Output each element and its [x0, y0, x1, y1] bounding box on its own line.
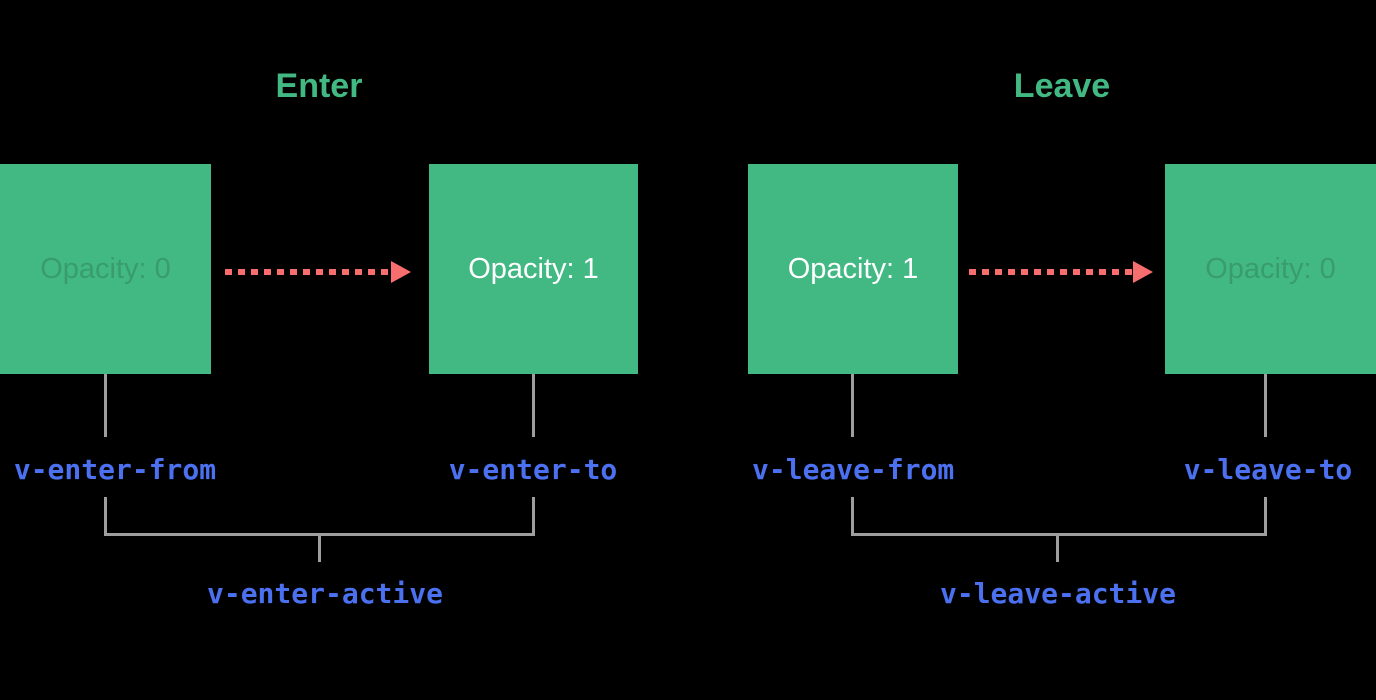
enter-from-connector-line	[104, 374, 107, 437]
leave-from-connector-line	[851, 374, 854, 437]
leave-from-class-label: v-leave-from	[752, 453, 955, 486]
leave-to-connector-line	[1264, 374, 1267, 437]
enter-transition-arrow-dashes	[225, 269, 391, 275]
enter-from-opacity-label: Opacity: 0	[40, 253, 171, 285]
leave-from-opacity-label: Opacity: 1	[787, 253, 919, 285]
leave-section-title: Leave	[1013, 67, 1111, 105]
enter-to-state-box: Opacity: 1	[429, 164, 638, 374]
leave-to-opacity-label: Opacity: 0	[1205, 253, 1336, 285]
enter-active-class-label: v-enter-active	[206, 577, 443, 610]
enter-section-title: Enter	[275, 67, 363, 105]
enter-from-state-box: Opacity: 0	[0, 164, 211, 374]
enter-to-opacity-label: Opacity: 1	[468, 253, 599, 285]
enter-active-bracket-stem	[318, 534, 321, 562]
enter-to-class-label: v-enter-to	[448, 453, 618, 486]
enter-from-class-label: v-enter-from	[13, 453, 217, 486]
leave-active-bracket	[851, 497, 1267, 536]
enter-to-connector-line	[532, 374, 535, 437]
leave-to-class-label: v-leave-to	[1183, 453, 1353, 486]
leave-transition-arrow-dashes	[969, 269, 1133, 275]
leave-to-state-box: Opacity: 0	[1165, 164, 1376, 374]
enter-active-bracket	[104, 497, 535, 536]
leave-from-state-box: Opacity: 1	[748, 164, 958, 374]
enter-arrowhead-icon	[391, 261, 411, 283]
leave-active-bracket-stem	[1056, 534, 1059, 562]
leave-arrowhead-icon	[1133, 261, 1153, 283]
leave-active-class-label: v-leave-active	[939, 577, 1176, 610]
